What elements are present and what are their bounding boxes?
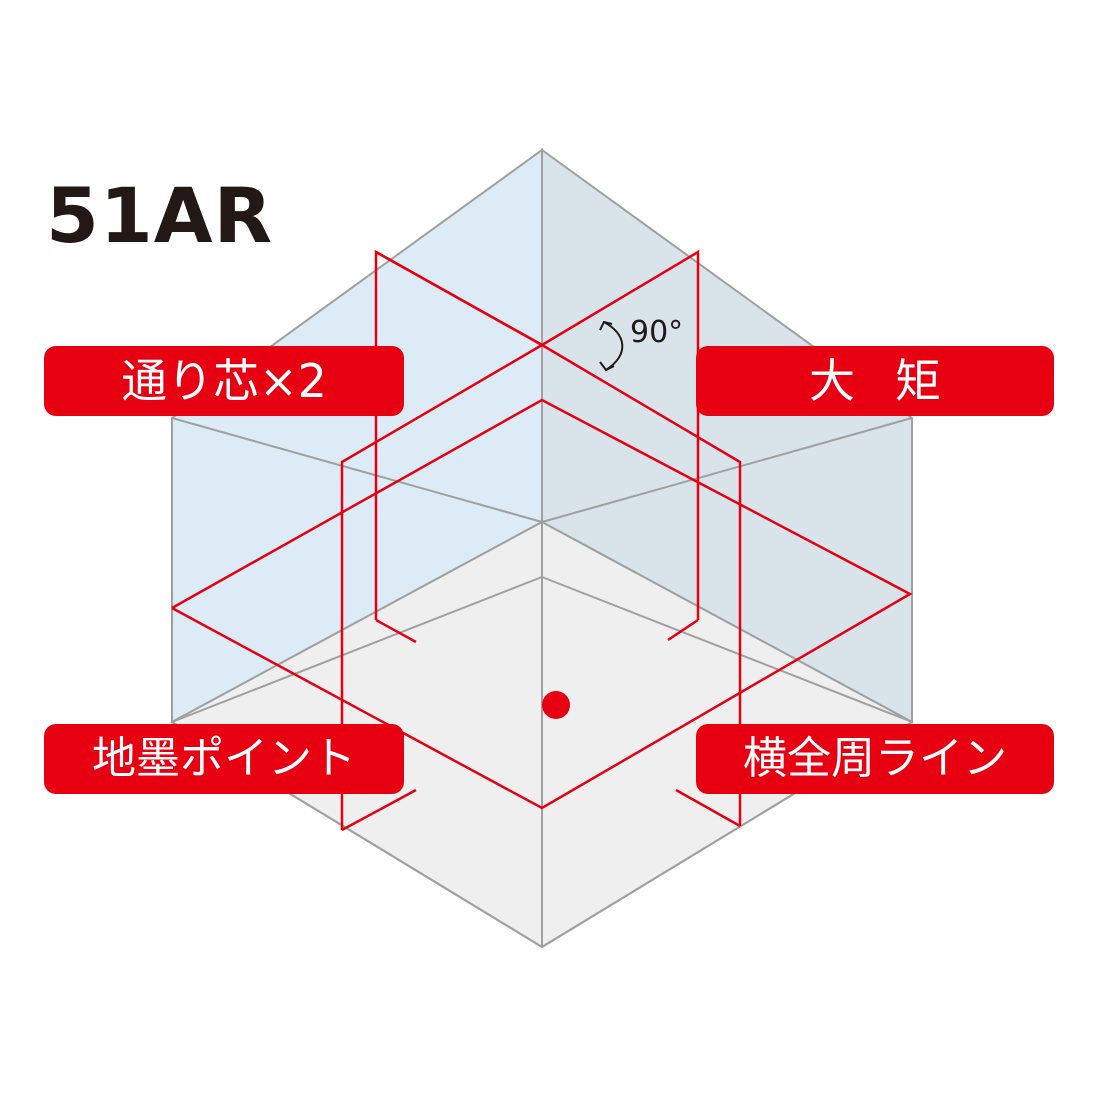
angle-label: 90° xyxy=(630,315,683,350)
horizontal-laser-ring xyxy=(171,398,913,810)
laser-lines xyxy=(171,249,913,832)
label-center-lines: 通り芯×2 xyxy=(44,346,404,416)
ground-point-dot xyxy=(542,691,570,719)
model-title: 51AR xyxy=(46,171,274,260)
label-horizontal-line: 横全周ライン xyxy=(696,724,1054,794)
label-square: 大矩 xyxy=(696,346,1054,416)
label-ground-point: 地墨ポイント xyxy=(44,724,404,794)
angle-arrow-icon xyxy=(599,320,624,372)
